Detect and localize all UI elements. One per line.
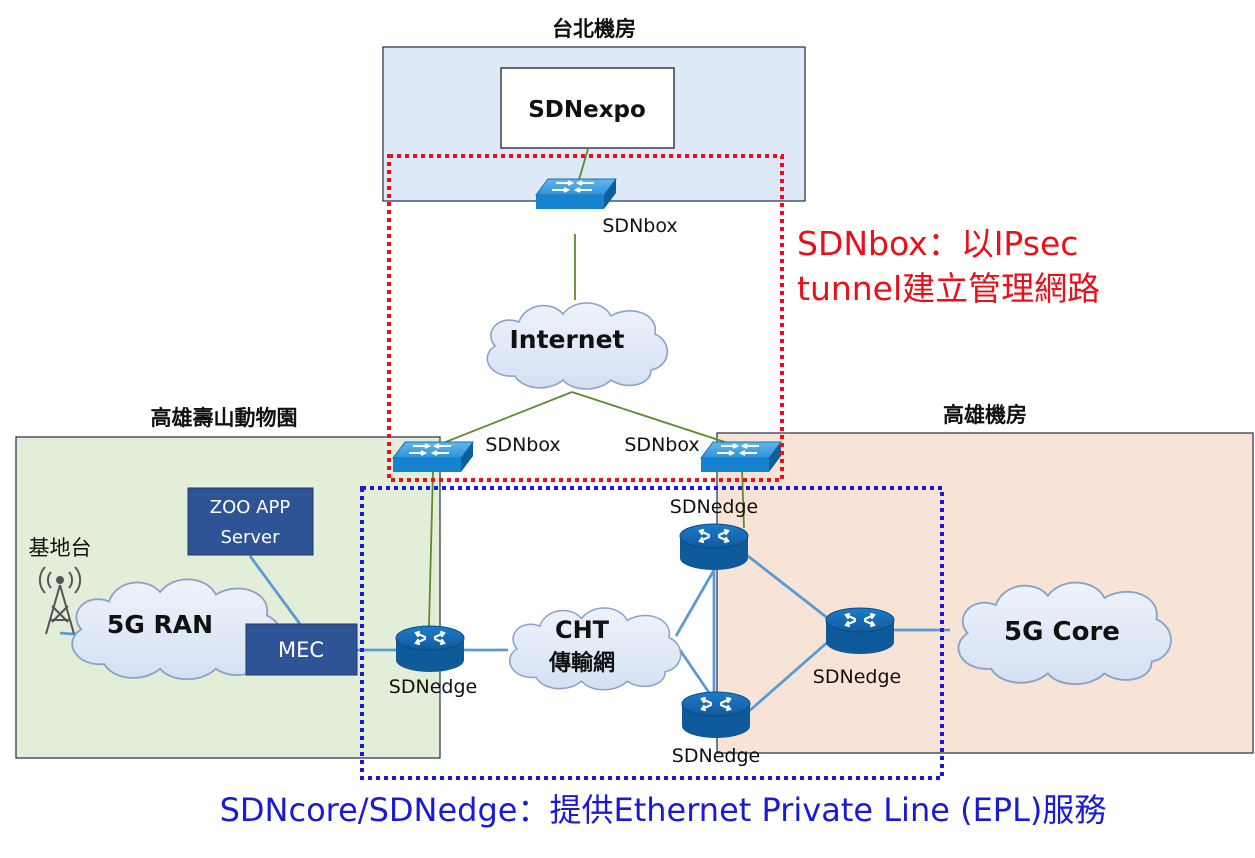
sdnbox-right-label: SDNbox — [624, 434, 699, 456]
sdnbox-right-switch — [699, 440, 783, 474]
sdnexpo-box — [500, 67, 675, 149]
sdnedge-left-label: SDNedge — [389, 676, 477, 698]
sdnedge-boundary — [360, 486, 944, 780]
mec-box — [245, 623, 358, 676]
zoo-app-server-label-line1: ZOO APP — [210, 497, 291, 518]
base-station-label: 基地台 — [29, 536, 92, 560]
sdnbox-top-switch — [534, 177, 618, 211]
ran-cloud-label: 5G RAN — [107, 610, 213, 639]
kaohsiung-region — [716, 432, 1254, 754]
zoo-region-title: 高雄壽山動物園 — [151, 406, 298, 430]
sdncore-annotation: SDNcore/SDNedge：提供Ethernet Private Line … — [220, 791, 1107, 829]
sdnedge-right-label: SDNedge — [813, 666, 901, 688]
sdnbox-annotation-line1: SDNbox：以IPsec — [797, 224, 1078, 263]
cht-label-line2: 傳輸網 — [548, 650, 615, 676]
sdnedge-bottom-router — [680, 690, 752, 740]
sdnedge-bottom-label: SDNedge — [672, 745, 760, 767]
sdnedge-right-router — [824, 606, 896, 656]
sdnbox-boundary — [387, 154, 784, 482]
sdnedge-left-router — [394, 624, 466, 674]
internet-label: Internet — [509, 325, 624, 354]
management-links — [428, 148, 745, 627]
zoo-app-server-box — [187, 487, 314, 556]
cht-label-line1: CHT — [555, 616, 610, 644]
sdnbox-left-switch — [391, 440, 475, 474]
sdnedge-top-label: SDNedge — [670, 496, 758, 518]
taipei-region-title: 台北機房 — [552, 17, 636, 41]
sdnedge-top-router — [678, 522, 750, 572]
kaohsiung-region-title: 高雄機房 — [943, 403, 1027, 427]
zoo-app-server-label-line2: Server — [220, 527, 280, 548]
mec-label: MEC — [278, 638, 324, 662]
sdnbox-top-label: SDNbox — [602, 215, 677, 237]
core-cloud-label: 5G Core — [1004, 617, 1120, 647]
base-station-icon — [38, 566, 82, 635]
sdnbox-annotation-line2: tunnel建立管理網路 — [797, 269, 1100, 308]
sdnbox-left-label: SDNbox — [485, 434, 560, 456]
sdnexpo-label: SDNexpo — [528, 97, 646, 123]
